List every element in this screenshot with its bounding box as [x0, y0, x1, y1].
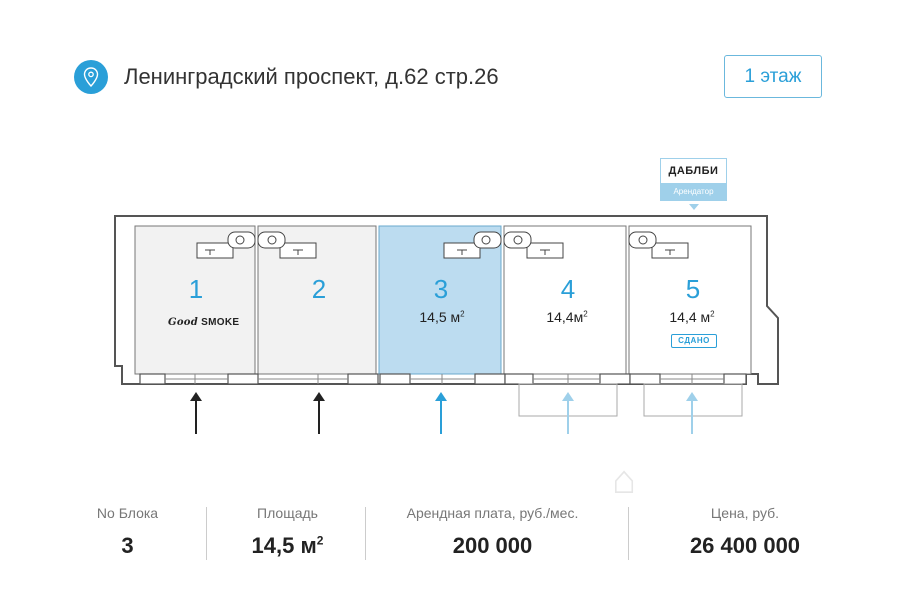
unit-2[interactable] — [257, 225, 377, 375]
unit-1[interactable] — [134, 225, 256, 375]
unit-4[interactable] — [503, 225, 627, 375]
unit-5[interactable] — [628, 225, 752, 375]
floor-plan — [114, 204, 779, 434]
bathroom-fixtures — [196, 231, 689, 259]
stat-area-label: Площадь — [257, 505, 318, 521]
header: Ленинградский проспект, д.62 стр.26 — [74, 58, 499, 96]
unit-3-area: 14,5 м2 — [419, 309, 465, 325]
stat-rent: Арендная плата, руб./мес. 200 000 — [390, 505, 595, 559]
unit-4-number[interactable]: 4 — [560, 274, 576, 304]
rented-badge: СДАНО — [671, 334, 717, 348]
brand-script: Good — [168, 317, 199, 328]
watermark-logo: ⌂ — [612, 458, 639, 502]
stat-divider — [365, 507, 366, 560]
stat-area-value: 14,5 м2 — [251, 533, 324, 558]
stat-area: Площадь 14,5 м2 — [230, 505, 345, 559]
entrance-arrow-5 — [686, 392, 698, 434]
tenant-name: ДАБЛБИ — [668, 165, 719, 177]
entrance-arrow-3 — [435, 392, 447, 434]
stat-block-label: No Блока — [96, 505, 159, 521]
entrance-arrow-2 — [313, 392, 325, 434]
floor-selector-button[interactable]: 1 этаж — [724, 55, 822, 98]
stat-rent-label: Арендная плата, руб./мес. — [406, 505, 579, 521]
stat-block-value: 3 — [121, 533, 134, 558]
stat-divider — [628, 507, 629, 560]
unit-1-number[interactable]: 1 — [188, 274, 204, 304]
tenant-tag-pointer — [689, 204, 699, 210]
unit-3[interactable] — [378, 225, 502, 375]
unit-2-number[interactable]: 2 — [311, 274, 327, 304]
tenant-tag: ДАБЛБИ Арендатор — [660, 158, 727, 201]
unit-5-area: 14,4 м2 — [669, 309, 715, 325]
tenant-role: Арендатор — [661, 183, 726, 200]
stat-price-label: Цена, руб. — [710, 505, 780, 521]
stat-divider — [206, 507, 207, 560]
stat-rent-value: 200 000 — [452, 533, 533, 558]
unit-3-number[interactable]: 3 — [433, 274, 449, 304]
unit-1-brand-logo: Good SMOKE — [168, 317, 239, 328]
unit-4-area: 14,4м2 — [546, 309, 588, 325]
entrance-arrow-1 — [190, 392, 202, 434]
stats-bar: No Блока 3 Площадь 14,5 м2 Арендная плат… — [0, 505, 900, 575]
stat-price: Цена, руб. 26 400 000 — [670, 505, 820, 559]
brand-text: SMOKE — [201, 317, 240, 328]
unit-5-number[interactable]: 5 — [685, 274, 701, 304]
map-pin-icon — [74, 60, 108, 94]
stat-price-value: 26 400 000 — [689, 533, 801, 558]
entrance-arrow-4 — [562, 392, 574, 434]
stat-block: No Блока 3 — [80, 505, 175, 559]
window-glazing — [165, 374, 724, 384]
page-title: Ленинградский проспект, д.62 стр.26 — [124, 64, 499, 89]
